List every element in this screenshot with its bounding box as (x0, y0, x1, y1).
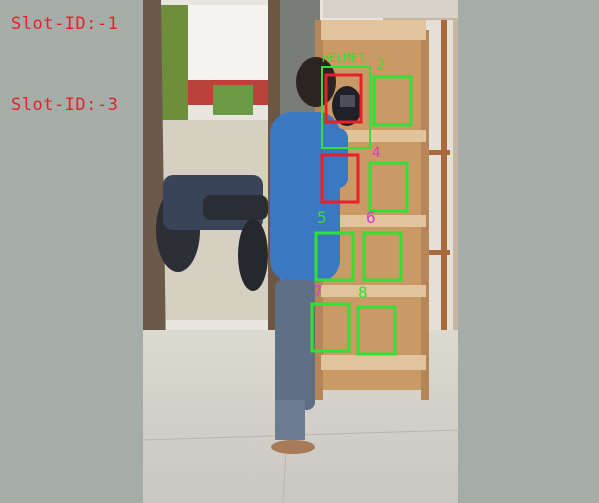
helmet-detection-label: HELMET (322, 51, 365, 65)
camera-frame (143, 0, 458, 503)
helmet-detection-box (321, 66, 371, 149)
slot-5-box (314, 231, 355, 282)
slot-id-status-2: Slot-ID:-3 (11, 95, 119, 115)
slot-4-number: 4 (372, 145, 380, 161)
slot-8-number: 8 (358, 283, 368, 302)
slot-1-box (324, 73, 363, 124)
slot-6-box (362, 231, 403, 282)
slot-id-status-1: Slot-ID:-1 (11, 14, 119, 34)
slot-4-box (368, 161, 409, 213)
slot-2-number: 2 (376, 55, 386, 74)
slot-2-box (372, 75, 413, 127)
slot-7-box (310, 302, 351, 353)
slot-6-number: 6 (366, 208, 376, 227)
slot-5-number: 5 (317, 208, 327, 227)
slot-3-box (320, 153, 360, 204)
slot-7-number: 7 (314, 284, 322, 300)
slot-8-box (356, 305, 397, 356)
